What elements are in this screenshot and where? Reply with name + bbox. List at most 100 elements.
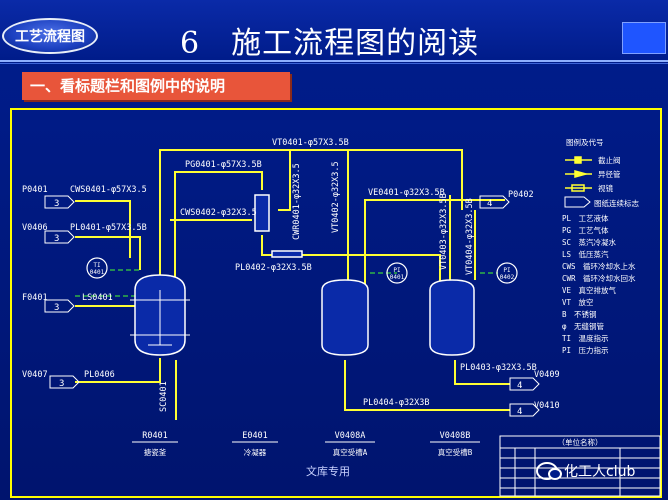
- continuation-arrows: [44, 195, 540, 417]
- title-block: [499, 435, 661, 497]
- equipment-tag-v0408a: V0408A: [335, 431, 366, 441]
- legend-code: VT 放空: [562, 297, 594, 307]
- label-pl0402: PL0402-φ32X3.5B: [235, 263, 312, 273]
- watermark: 文库专用: [306, 465, 350, 478]
- line-pl0406: [75, 358, 161, 383]
- arrow-v0409: [509, 377, 540, 391]
- label-v0409: V0409: [534, 370, 560, 380]
- instrument-ti-0401: [86, 257, 108, 279]
- legend-code: CWR 循环冷却水回水: [562, 273, 636, 283]
- legend-code: PL 工艺液体: [562, 213, 609, 223]
- instrument-text: TI 0401 PI 0401 PI 0402: [90, 262, 515, 281]
- pi-number: 0401: [390, 274, 405, 281]
- arrow-v0407: [49, 375, 80, 389]
- label-cws0402: CWS0402-φ32X3.5: [180, 208, 257, 218]
- arrow-p0402: [479, 195, 510, 209]
- arrow-p0401: [44, 195, 75, 209]
- header-rule: [0, 60, 668, 62]
- instrument-pi-0402: [496, 262, 518, 284]
- legend-code: LS 低压蒸汽: [562, 249, 609, 259]
- instruments: [86, 257, 518, 284]
- legend-code: φ 无缝钢管: [562, 321, 605, 331]
- arrow-numbers: 3 3 3 3 4 4 4: [54, 199, 522, 417]
- line-cwr0401: [278, 150, 291, 211]
- signal-lines: [75, 269, 498, 297]
- reducer: [271, 250, 303, 258]
- corner-decoration: [622, 22, 666, 54]
- line-pl0404: [344, 360, 510, 411]
- label-sc0401: SC0401: [159, 381, 169, 412]
- pi2-number: 0402: [500, 274, 515, 281]
- line-ve0401: [364, 199, 505, 290]
- line-cws0401: [75, 200, 131, 258]
- arrow-number: 3: [59, 379, 64, 389]
- label-pl0401: PL0401-φ57X3.5B: [70, 223, 147, 233]
- label-f0401: F0401: [22, 293, 48, 303]
- line-pg0401: [174, 171, 263, 330]
- label-pl0406: PL0406: [84, 370, 115, 380]
- label-v0407: V0407: [22, 370, 48, 380]
- page-title: 6 施工流程图的阅读: [180, 26, 480, 61]
- label-vt0402: VT0402-φ32X3.5: [331, 161, 341, 233]
- arrow-number: 4: [487, 199, 492, 209]
- legend-code: PI 压力指示: [562, 345, 609, 355]
- legend-code: SC 蒸汽冷凝水: [562, 237, 617, 247]
- arrow-f0401: [44, 299, 75, 313]
- section-badge: 工艺流程图: [2, 18, 98, 54]
- label-ve0401: VE0401-φ32X3.5B: [368, 188, 445, 198]
- header-rule-secondary: [0, 63, 668, 64]
- label-pg0401: PG0401-φ57X3.5B: [185, 160, 262, 170]
- label-ls0401: LS0401: [82, 293, 113, 303]
- label-pl0404: PL0404-φ32X3B: [363, 398, 430, 408]
- label-cws0401: CWS0401-φ57X3.5: [70, 185, 147, 195]
- arrow-number: 3: [54, 199, 59, 209]
- section-subtitle: 一、看标题栏和图例中的说明: [22, 72, 290, 100]
- equipment-tag-v0408b: V0408B: [440, 431, 471, 441]
- process-lines: [75, 149, 510, 420]
- vessel-details: [130, 290, 190, 346]
- connection-labels: P0401 V0406 F0401 V0407 P0402 V0409 V041…: [22, 185, 560, 411]
- pi2-label: PI: [503, 267, 511, 274]
- arrow-number: 4: [517, 381, 522, 391]
- equipment-name-v0408a: 真空受槽A: [333, 447, 368, 457]
- drawing-frame: [10, 108, 662, 498]
- legend-symbol-labels: 截止阀 异径管 视镜 图纸连续标志: [594, 155, 639, 208]
- equipment-name-v0408b: 真空受槽B: [438, 447, 473, 457]
- line-pl0402: [261, 235, 441, 290]
- title-block-unit: （单位名称）: [558, 437, 603, 447]
- vessel-v0408a: [321, 279, 369, 356]
- vessel-v0408b: [429, 279, 475, 356]
- label-vt0401: VT0401-φ57X3.5B: [272, 138, 349, 148]
- condenser-e0401: [254, 194, 270, 232]
- ti-number: 0401: [90, 269, 105, 276]
- arrow-v0406: [44, 230, 75, 244]
- label-vt0404: VT0404-φ32X3.5B: [465, 198, 475, 275]
- label-p0402: P0402: [508, 190, 534, 200]
- equipment-tag-r0401: R0401: [142, 431, 168, 441]
- label-p0401: P0401: [22, 185, 48, 195]
- label-v0410: V0410: [534, 401, 560, 411]
- legend-codes: PL 工艺液体 PG 工艺气体 SC 蒸汽冷凝水 LS 低压蒸汽 CWS 循环冷…: [562, 213, 636, 355]
- arrow-number: 4: [517, 407, 522, 417]
- line-pl0401: [75, 236, 141, 270]
- label-pl0403: PL0403-φ32X3.5B: [460, 363, 537, 373]
- legend-code: VE 真空排放气: [562, 285, 617, 295]
- line-vt0401: [159, 149, 463, 330]
- legend-symbol-label: 图纸连续标志: [594, 198, 639, 208]
- label-cwr0401: CWR0401-φ32X3.5: [292, 163, 302, 240]
- legend: 图例及代号 截止阀 异径管 视镜 图纸连续标志 PL 工艺液体 PG 工艺气体 …: [562, 137, 639, 355]
- legend-code: PG 工艺气体: [562, 225, 609, 235]
- legend-symbol-label: 异径管: [598, 169, 621, 179]
- legend-code: CWS 循环冷却水上水: [562, 261, 636, 271]
- line-labels: VT0401-φ57X3.5B PG0401-φ57X3.5B CWS0401-…: [70, 138, 537, 412]
- equipment-name-e0401: 冷凝器: [244, 447, 267, 457]
- arrow-v0410: [509, 403, 540, 417]
- label-vt0403: VT0403-φ32X3.5B: [439, 193, 449, 270]
- label-v0406: V0406: [22, 223, 48, 233]
- pi-label: PI: [393, 267, 401, 274]
- instrument-pi-0401: [386, 262, 408, 284]
- brand-logo-text: 化工人club: [564, 464, 636, 480]
- legend-symbol-label: 视镜: [598, 183, 613, 193]
- legend-title: 图例及代号: [566, 137, 604, 147]
